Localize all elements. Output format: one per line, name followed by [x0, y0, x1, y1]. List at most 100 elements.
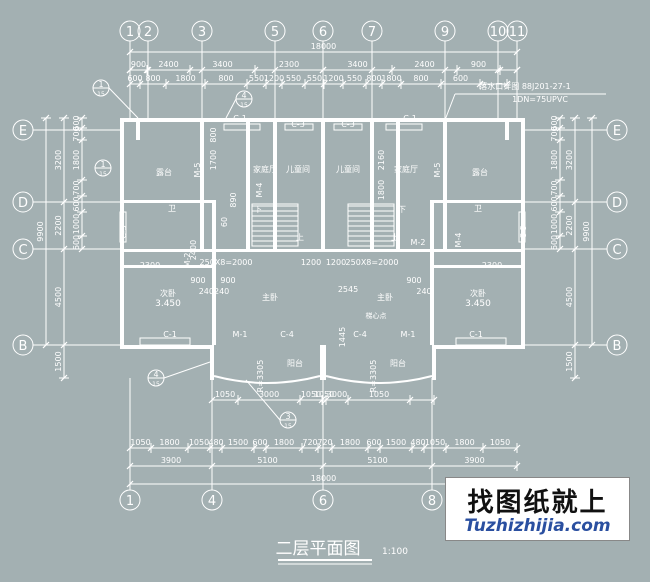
window-c1-top-right — [385, 123, 423, 131]
dim-top-row2-text: 1800 — [381, 74, 401, 83]
grid-axis-top-1-label: 1 — [126, 25, 134, 40]
tag-m1-right: M-1 — [401, 330, 416, 339]
dim-right-outer-text: 4500 — [565, 287, 574, 307]
grid-axis-right-D-label: D — [612, 196, 622, 211]
dim-bottom-row1-text: 1800 — [159, 438, 179, 447]
dim-balcony-text: 3000 — [327, 390, 347, 399]
dim-top-row1-text: 3400 — [212, 60, 232, 69]
wall-balcony-center — [320, 345, 326, 380]
dim-right-inner-text: 1000 — [550, 214, 559, 234]
room-wc-left: 卫 — [168, 204, 176, 213]
dim-60: 60 — [220, 217, 229, 227]
grid-axis-right-C-label: C — [612, 243, 621, 258]
dim-bottom-row1-text: 480 — [208, 438, 223, 447]
grid-axis-right-E-label: E — [613, 124, 621, 139]
dim-top-row2-text: 600 — [127, 74, 142, 83]
dim-2300-left: 2300 — [140, 261, 160, 270]
dim-bottom-row1-text: 1050 — [130, 438, 150, 447]
elev-left: 3.450 — [155, 299, 181, 309]
wall-interior-v — [443, 122, 447, 250]
note-leader — [444, 93, 456, 121]
callout-leader-3 — [245, 379, 281, 421]
dim-top-total-text: 18000 — [311, 42, 336, 51]
dim-800: 800 — [209, 127, 218, 142]
dim-right-inner-text: 600 — [550, 235, 559, 250]
dim-bottom-row2-text: 3900 — [464, 456, 484, 465]
dim-top-row1-text: 900 — [471, 60, 486, 69]
dim-bottom-row1-text: 1500 — [386, 438, 406, 447]
dim-right-inner-text: 1800 — [550, 150, 559, 170]
dim-top-row1-text: 900 — [131, 60, 146, 69]
dim-240-right: 240 — [416, 287, 431, 296]
dim-1200-left: 1200 — [301, 258, 321, 267]
stair-down-left: 下 — [254, 205, 262, 214]
grid-axis-top-6-label: 6 — [319, 25, 327, 40]
wall-interior-v — [370, 122, 374, 250]
dim-top-row2-text: 1200 — [264, 74, 284, 83]
grid-axis-top-9-label: 9 — [441, 25, 449, 40]
dim-stair-left: 250X8=2000 — [200, 258, 253, 267]
stair-up-right: 上 — [391, 233, 399, 242]
dim-top-row2-text: 800 — [413, 74, 428, 83]
dim-bottom-row1-text: 600 — [366, 438, 381, 447]
tag-m4-left: M-4 — [255, 183, 264, 198]
wall-interior-v — [396, 122, 400, 250]
room-family-right: 家庭厅 — [394, 164, 418, 174]
room-balcony-left: 阳台 — [287, 358, 303, 368]
dim-right-inner-text: 700 — [550, 126, 559, 141]
dim-bottom-row1-text: 1800 — [340, 438, 360, 447]
tag-c3-right: C-3 — [341, 120, 355, 129]
drawing-title: 二层平面图 — [276, 539, 361, 559]
grid-axis-left-B-label: B — [19, 339, 28, 354]
dim-right-total-text: 9900 — [582, 221, 591, 241]
room-bed-right: 次卧 — [470, 288, 486, 298]
room-master-left: 主卧 — [262, 292, 278, 302]
grid-axis-top-10-label: 10 — [490, 25, 507, 40]
callout-leader-1 — [108, 87, 139, 119]
wall-balcony-right — [432, 345, 436, 380]
note-drain-line2: 1DN=75UPVC — [512, 95, 568, 104]
callout-detail-1-left-num: 1 — [100, 160, 105, 169]
callout-detail-1-left-sheet: 15 — [99, 171, 107, 178]
room-balcony-right: 阳台 — [390, 358, 406, 368]
dim-1200-right: 1200 — [326, 258, 346, 267]
wall-interior-h — [124, 249, 216, 252]
dim-1445: 1445 — [338, 327, 347, 347]
dim-left-outer-text: 2200 — [54, 215, 63, 235]
callout-leader-4b — [163, 361, 211, 379]
dim-bottom-row1-text: 1050 — [425, 438, 445, 447]
grid-axis-bottom-8-label: 8 — [428, 494, 436, 509]
dim-top-row1-text: 2400 — [158, 60, 178, 69]
grid-axis-bottom-4-label: 4 — [208, 494, 216, 509]
dim-bottom-row1-text: 720 — [302, 438, 317, 447]
dim-top-row1-text: 3400 — [347, 60, 367, 69]
dim-top-row2-text: 550 — [347, 74, 362, 83]
wall-interior-v — [430, 200, 434, 345]
grid-axis-bottom-1-label: 1 — [126, 494, 134, 509]
grid-axis-top-5-label: 5 — [271, 25, 279, 40]
grid-axis-right-B-label: B — [613, 339, 622, 354]
dim-left-outer-text: 1500 — [54, 351, 63, 371]
callout-detail-3-bottom-num: 3 — [285, 412, 290, 421]
radius-right: R=3305 — [369, 360, 378, 393]
wall-interior-h — [434, 265, 521, 268]
wall-interior-h — [430, 249, 521, 252]
wall-interior-h — [124, 265, 212, 268]
dim-top-row2-text: 1200 — [323, 74, 343, 83]
wall-interior-h — [434, 200, 521, 203]
balcony-arc-left — [213, 375, 321, 384]
wall-right — [521, 118, 525, 348]
dim-balcony-text: 1050 — [301, 390, 321, 399]
window-c1-top-left — [223, 123, 261, 131]
elev-right: 3.450 — [465, 299, 491, 309]
wall-interior-h — [216, 249, 430, 252]
wall-top — [120, 118, 525, 122]
wall-terrace-right — [505, 118, 509, 140]
wall-interior-v — [273, 122, 277, 250]
tag-m5-right: M-5 — [433, 163, 442, 178]
dim-right-outer-text: 2200 — [565, 215, 574, 235]
callout-detail-1-top-sheet: 15 — [97, 91, 105, 98]
dim-top-row2-text: 1800 — [175, 74, 195, 83]
